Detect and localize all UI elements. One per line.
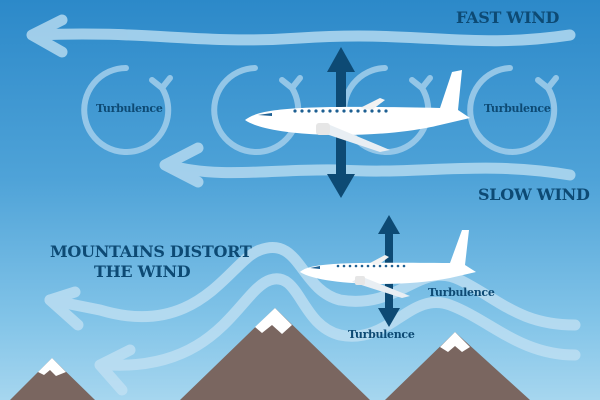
fast-wind-arrow (26, 14, 576, 58)
turbulence-label: Turbulence (348, 328, 415, 341)
airplane-large (245, 70, 470, 152)
mountains-label-line1: MOUNTAINS DISTORT (50, 242, 252, 261)
turbulence-label: Turbulence (428, 286, 495, 299)
mountains (10, 308, 530, 400)
mountains-label-line2: THE WIND (94, 262, 191, 281)
turbulence-label: Turbulence (96, 102, 163, 115)
airplane-small (300, 230, 476, 298)
mountain-wind-arrows (44, 242, 581, 396)
slow-wind-label: SLOW WIND (478, 185, 590, 204)
fast-wind-label: FAST WIND (456, 8, 560, 27)
turbulence-label: Turbulence (484, 102, 551, 115)
